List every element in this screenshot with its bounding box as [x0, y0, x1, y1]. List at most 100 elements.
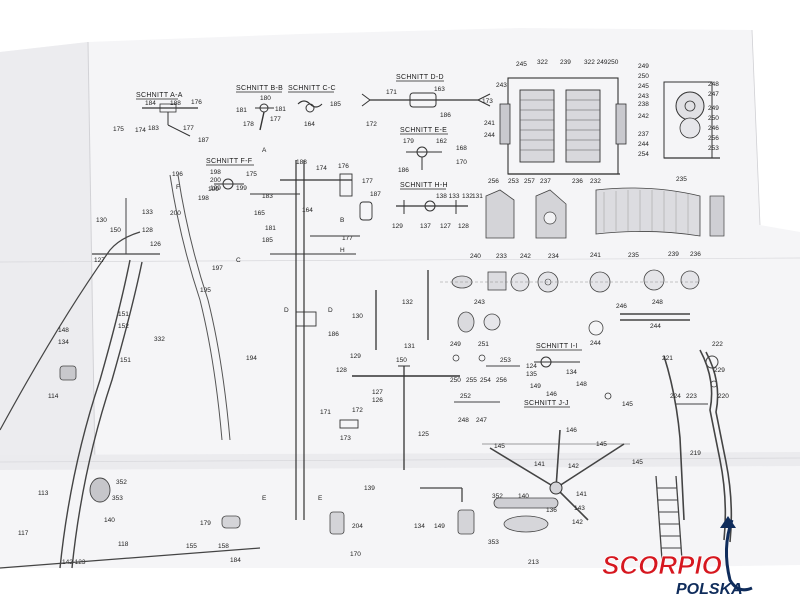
part-151b: 151: [120, 357, 131, 364]
part-181b: 181: [275, 106, 286, 113]
part-246b: 246: [616, 303, 627, 310]
section-title-b: SCHNITT B-B: [236, 85, 283, 92]
part-242: 242: [638, 113, 649, 120]
fittings-row-2: 243 246 248 244 244: [457, 299, 690, 347]
part-243b: 243: [638, 93, 649, 100]
part-185: 185: [330, 101, 341, 108]
part-247: 247: [708, 91, 719, 98]
part-256b: 256: [708, 135, 719, 142]
marker-f: F: [176, 184, 180, 191]
section-j-j: SCHNITT J-J 145 146: [524, 392, 633, 434]
part-144: 145: [632, 459, 643, 466]
part-253c: 253: [500, 357, 511, 364]
part-177d: 177: [342, 235, 353, 242]
part-148b: 148: [576, 381, 587, 388]
part-142c: 142: [572, 519, 583, 526]
section-title-c: SCHNITT C-C: [288, 85, 336, 92]
part-199c: 199: [208, 186, 219, 193]
part-133: 133: [142, 209, 153, 216]
part-143: 143: [574, 505, 585, 512]
section-title-d: SCHNITT D-D: [396, 74, 444, 81]
part-125: 125: [418, 431, 429, 438]
part-187b: 187: [370, 191, 381, 198]
part-114: 114: [48, 393, 59, 400]
marker-a: A: [262, 147, 267, 154]
part-247b: 247: [476, 417, 487, 424]
part-178: 178: [243, 121, 254, 128]
part-170: 170: [456, 159, 467, 166]
part-237b: 237: [638, 131, 649, 138]
part-353b: 353: [112, 495, 123, 502]
part-199b: 199: [236, 185, 247, 192]
part-170b: 170: [350, 551, 361, 558]
part-177: 177: [183, 125, 194, 132]
part-256: 256: [488, 178, 499, 185]
part-165: 165: [254, 210, 265, 217]
part-223: 223: [686, 393, 697, 400]
part-232: 232: [590, 178, 601, 185]
part-176: 176: [191, 99, 202, 106]
bottom-left-details: 113 117 118 155 158 184 142 123 140 352 …: [0, 477, 363, 569]
marker-e: E: [262, 495, 267, 502]
part-130b: 130: [352, 313, 363, 320]
part-199: 199: [210, 185, 221, 192]
part-173: 173: [482, 98, 493, 105]
hull-profile-left: 130 133 150 128 126 127 151 152 148 134 …: [0, 174, 231, 569]
part-128: 128: [142, 227, 153, 234]
part-150b: 150: [396, 357, 407, 364]
part-118: 118: [118, 541, 129, 548]
part-352b: 352: [116, 479, 127, 486]
part-200: 200: [210, 177, 221, 184]
part-221: 221: [662, 355, 673, 362]
part-253b: 253: [708, 145, 719, 152]
part-174b: 174: [316, 165, 327, 172]
part-181c: 181: [265, 225, 276, 232]
part-145: 145: [622, 401, 633, 408]
part-181: 181: [236, 107, 247, 114]
part-250b: 250: [708, 115, 719, 122]
timber-parts-row: [485, 187, 725, 239]
part-198b: 198: [198, 195, 209, 202]
part-152: 152: [118, 323, 129, 330]
part-220: 220: [718, 393, 729, 400]
part-168: 168: [456, 145, 467, 152]
part-186c: 186: [328, 331, 339, 338]
part-129b: 129: [392, 223, 403, 230]
part-233: 233: [496, 253, 507, 260]
section-title-a: SCHNITT A-A: [136, 92, 183, 99]
part-163: 163: [434, 86, 445, 93]
part-236b: 236: [690, 251, 701, 258]
part-175: 175: [113, 126, 124, 133]
part-162: 162: [436, 138, 447, 145]
part-134c: 134: [414, 523, 425, 530]
part-137: 137: [420, 223, 431, 230]
marker-d2: D: [328, 307, 333, 314]
part-183: 183: [148, 125, 159, 132]
part-249c: 249: [450, 341, 461, 348]
part-174: 174: [135, 127, 146, 134]
part-241: 241: [484, 120, 495, 127]
part-132: 132: [402, 299, 413, 306]
part-255: 255: [466, 377, 477, 384]
part-177b: 177: [270, 116, 281, 123]
section-title-j: SCHNITT J-J: [524, 400, 569, 407]
part-244b: 244: [638, 141, 649, 148]
marker-d: D: [284, 307, 289, 314]
part-185b: 185: [262, 237, 273, 244]
part-322-249250: 322 249250: [584, 59, 619, 66]
part-171: 171: [386, 89, 397, 96]
part-127: 127: [94, 257, 105, 264]
winch-side-view: 249 250 245 243 238 242 237 244 254 248 …: [638, 63, 720, 183]
mast-assembly: A 188 174 176 175 183 177 187 165 164 18…: [200, 147, 381, 520]
marker-e2: E: [318, 495, 323, 502]
section-f-f: SCHNITT F-F 198 200 199 199 196 200 198 …: [170, 158, 254, 217]
part-322: 322: [537, 59, 548, 66]
winch-assembly: 245 322 239 322 249250 243 241 244 256 2…: [484, 59, 627, 185]
part-140c: 140: [104, 517, 115, 524]
part-243: 243: [496, 82, 507, 89]
part-213: 213: [528, 559, 539, 566]
part-127b: 127: [440, 223, 451, 230]
part-186b: 186: [398, 167, 409, 174]
section-i-i: SCHNITT I-I 124 135 134 149 148 146: [526, 343, 587, 398]
